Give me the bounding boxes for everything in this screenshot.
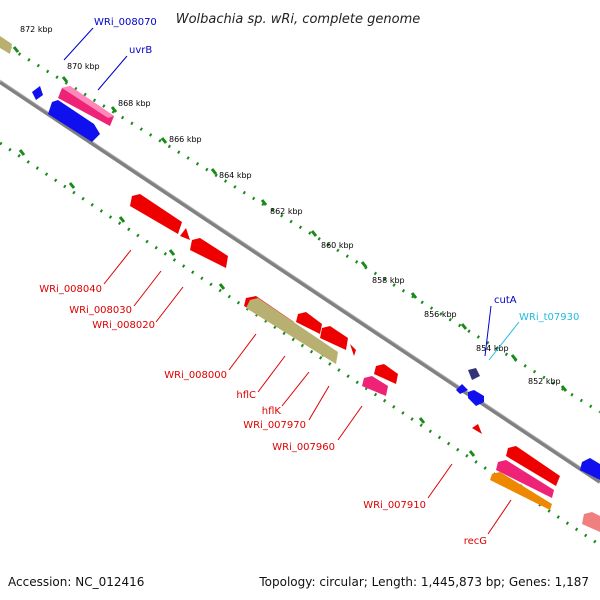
gene-label-wri-t07930[interactable]: WRi_t07930 bbox=[519, 312, 579, 323]
gene-feature[interactable] bbox=[582, 512, 600, 532]
tick-label: 866 kbp bbox=[169, 135, 202, 144]
gene-feature-cuta[interactable] bbox=[468, 368, 480, 380]
gene-feature-wri-007910[interactable] bbox=[506, 446, 560, 486]
gene-feature-wri-008030[interactable] bbox=[190, 238, 228, 268]
gene-labels: WRi_008070 uvrB WRi_008040 WRi_008030 WR… bbox=[39, 17, 579, 547]
tick-label: 862 kbp bbox=[270, 207, 303, 216]
genome-backbone-highlight bbox=[0, 79, 600, 481]
tick-label: 854 kbp bbox=[476, 344, 509, 353]
gene-label-uvrb[interactable]: uvrB bbox=[129, 45, 152, 56]
tick-label: 864 kbp bbox=[219, 171, 252, 180]
gene-feature-wri-008040[interactable] bbox=[130, 194, 182, 234]
gene-feature[interactable] bbox=[32, 86, 43, 100]
tick-label: 868 kbp bbox=[118, 99, 151, 108]
gene-feature[interactable] bbox=[472, 424, 482, 434]
gene-label-wri-007970[interactable]: WRi_007970 bbox=[243, 420, 306, 431]
label-leaders bbox=[63, 27, 520, 535]
gene-label-wri-008030[interactable]: WRi_008030 bbox=[69, 305, 132, 316]
gene-feature-uvrb[interactable] bbox=[58, 86, 114, 126]
gene-label-wri-008040[interactable]: WRi_008040 bbox=[39, 284, 102, 295]
gene-feature[interactable] bbox=[580, 458, 600, 480]
gene-feature[interactable] bbox=[456, 384, 468, 394]
genome-backbone bbox=[0, 80, 600, 484]
gene-label-hflk[interactable]: hflK bbox=[262, 406, 282, 417]
tick-label: 856 kbp bbox=[424, 310, 457, 319]
gene-label-wri-007910[interactable]: WRi_007910 bbox=[363, 500, 426, 511]
tick-label: 852 kbp bbox=[528, 377, 561, 386]
gene-feature-hflk[interactable] bbox=[320, 326, 348, 350]
tick-label: 870 kbp bbox=[67, 62, 100, 71]
gene-feature-wri-008070[interactable] bbox=[48, 100, 100, 142]
gene-label-wri-008000[interactable]: WRi_008000 bbox=[164, 370, 227, 381]
gene-feature-wri-007970[interactable] bbox=[374, 364, 398, 384]
gene-label-cuta[interactable]: cutA bbox=[494, 295, 517, 306]
gene-feature[interactable] bbox=[496, 460, 554, 498]
gene-label-wri-008070[interactable]: WRi_008070 bbox=[94, 17, 157, 28]
gene-feature-hflc[interactable] bbox=[296, 312, 322, 334]
gene-feature[interactable] bbox=[0, 36, 12, 54]
map-title: Wolbachia sp. wRi, complete genome bbox=[176, 12, 421, 27]
tick-label: 858 kbp bbox=[372, 276, 405, 285]
gene-label-wri-007960[interactable]: WRi_007960 bbox=[272, 442, 335, 453]
gene-label-wri-008020[interactable]: WRi_008020 bbox=[92, 320, 155, 331]
tick-label: 872 kbp bbox=[20, 25, 53, 34]
gene-feature[interactable] bbox=[350, 344, 356, 356]
major-ticks bbox=[12, 46, 568, 392]
gene-feature[interactable] bbox=[468, 390, 484, 406]
outer-track bbox=[0, 40, 600, 414]
gene-feature-recg[interactable] bbox=[490, 472, 552, 510]
gene-features bbox=[0, 36, 600, 532]
gene-feature[interactable] bbox=[180, 228, 190, 240]
gene-feature-wri-007960[interactable] bbox=[362, 376, 388, 396]
tick-labels: 872 kbp 870 kbp 868 kbp 866 kbp 864 kbp … bbox=[20, 25, 561, 386]
gene-feature-wri-008000[interactable] bbox=[246, 298, 338, 364]
gene-feature bbox=[62, 86, 114, 118]
topology-summary: Topology: circular; Length: 1,445,873 bp… bbox=[258, 575, 589, 589]
gene-label-hflc[interactable]: hflC bbox=[236, 390, 256, 401]
tick-label: 860 kbp bbox=[321, 241, 354, 250]
gene-label-recg[interactable]: recG bbox=[464, 536, 487, 547]
accession-text: Accession: NC_012416 bbox=[8, 575, 144, 589]
